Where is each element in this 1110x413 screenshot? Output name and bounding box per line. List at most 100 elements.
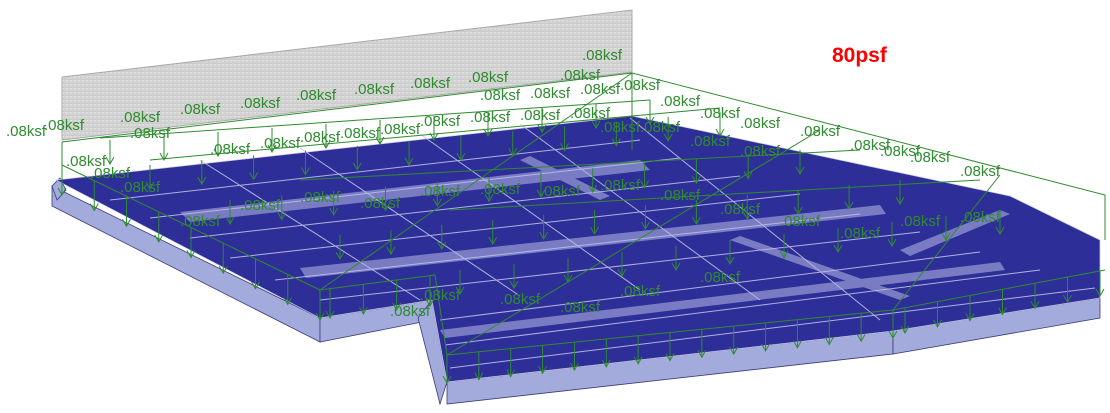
load-arrow-head <box>715 128 725 138</box>
load-arrow-head <box>941 232 951 242</box>
load-arrow-head <box>455 286 465 296</box>
load-label: .08ksf <box>240 197 281 214</box>
load-label: .08ksf <box>620 77 661 94</box>
load-arrow-head <box>856 333 866 343</box>
load-arrow-head <box>321 140 331 150</box>
load-label: .08ksf <box>410 75 451 92</box>
load-label: .08ksf <box>480 181 521 198</box>
load-label: .08ksf <box>570 105 611 122</box>
load-label: .08ksf <box>420 113 461 130</box>
load-arrow-head <box>404 157 414 166</box>
load-label: .08ksf <box>580 81 621 98</box>
load-label: .08ksf <box>540 183 581 200</box>
load-arrow-head <box>437 241 447 251</box>
load-label: .08ksf <box>500 291 541 308</box>
load-arrow-head <box>386 246 396 256</box>
load-arrow-head <box>251 281 260 290</box>
load-arrow-head <box>483 128 493 138</box>
load-label: .08ksf <box>360 195 401 212</box>
load-arrow-head <box>509 280 519 290</box>
load-label: .08ksf <box>180 101 221 118</box>
load-arrow-head <box>742 211 752 221</box>
load-arrow-head <box>456 152 466 162</box>
load-label: .08ksf <box>6 123 47 140</box>
load-arrow-head <box>197 176 207 186</box>
load-arrow-head <box>335 251 345 261</box>
load-arrow-head <box>590 226 599 236</box>
load-label: .08ksf <box>340 125 381 142</box>
load-arrow-head <box>325 310 335 320</box>
load-label: .08ksf <box>850 137 891 154</box>
load-label: .08ksf <box>44 117 85 134</box>
load-arrow-head <box>381 203 390 212</box>
load-arrow-head <box>601 359 611 368</box>
load-label: .08ksf <box>420 287 461 304</box>
load-label: .08ksf <box>480 87 521 104</box>
load-arrow-head <box>249 172 259 181</box>
load-arrow-head <box>213 148 223 158</box>
load-label: .08ksf <box>840 225 881 242</box>
load-arrow-head <box>186 250 196 259</box>
load-arrow-head <box>671 262 681 272</box>
load-arrow-head <box>277 212 287 221</box>
slab-strips <box>180 156 1010 338</box>
load-arrow-head <box>560 143 569 152</box>
load-arrow-head <box>888 330 898 340</box>
load-arrow-head <box>793 206 803 216</box>
load-label: .08ksf <box>600 177 641 194</box>
load-label: .08ksf <box>880 143 921 160</box>
load-arrow-head <box>617 268 627 278</box>
load-arrow-head <box>536 189 546 198</box>
back-wall <box>61 9 633 141</box>
load-label: .08ksf <box>700 269 741 286</box>
load-label: .08ksf <box>620 283 661 300</box>
load-arrow-head <box>539 231 549 241</box>
load-arrow-head <box>392 302 402 312</box>
load-arrow-head <box>122 219 131 228</box>
load-arrow-head <box>933 319 942 328</box>
load-arrow-head <box>89 203 99 212</box>
load-label: .08ksf <box>560 67 601 84</box>
load-arrow-head <box>743 171 753 180</box>
load-label: .08ksf <box>296 87 337 104</box>
load-label: .08ksf <box>900 213 941 230</box>
load-arrow-head <box>537 124 547 134</box>
load-arrow-head <box>824 337 834 346</box>
load-arrow-head <box>665 353 675 362</box>
load-label: .08ksf <box>640 119 681 136</box>
load-arrow-head <box>1030 301 1040 310</box>
load-arrow-head <box>218 265 228 275</box>
load-arrow-head <box>352 162 362 171</box>
load-arrow-head <box>900 325 910 335</box>
load-arrow-head <box>488 236 498 246</box>
load-label: .08ksf <box>420 183 461 200</box>
load-label: .08ksf <box>130 125 171 142</box>
load-arrow-head <box>508 148 518 157</box>
load-label: .08ksf <box>380 121 421 138</box>
load-arrow-head <box>484 194 494 203</box>
load-arrow-head <box>792 340 802 349</box>
load-label: .08ksf <box>740 115 781 132</box>
load-label: .08ksf <box>690 133 731 150</box>
load-label: .08ksf <box>660 187 701 204</box>
load-arrow-head <box>697 350 707 359</box>
load-arrow-head <box>506 369 516 378</box>
load-label: .08ksf <box>800 123 841 140</box>
load-label: .08ksf <box>120 179 161 196</box>
load-arrow-head <box>729 346 739 356</box>
load-label: .08ksf <box>120 109 161 126</box>
load-arrow-head <box>779 250 789 260</box>
load-arrow-head <box>442 375 452 385</box>
load-arrow-head <box>1063 294 1072 304</box>
load-label: .08ksf <box>390 303 431 320</box>
load-arrow-head <box>641 221 650 231</box>
load-arrow-head <box>611 138 621 147</box>
load-arrow-head <box>591 120 601 130</box>
load-arrow-head <box>691 216 701 226</box>
load-arrow-head <box>432 198 442 207</box>
load-arrow-head <box>995 226 1005 236</box>
load-label: .08ksf <box>470 109 511 126</box>
load-arrow-head <box>965 313 975 322</box>
